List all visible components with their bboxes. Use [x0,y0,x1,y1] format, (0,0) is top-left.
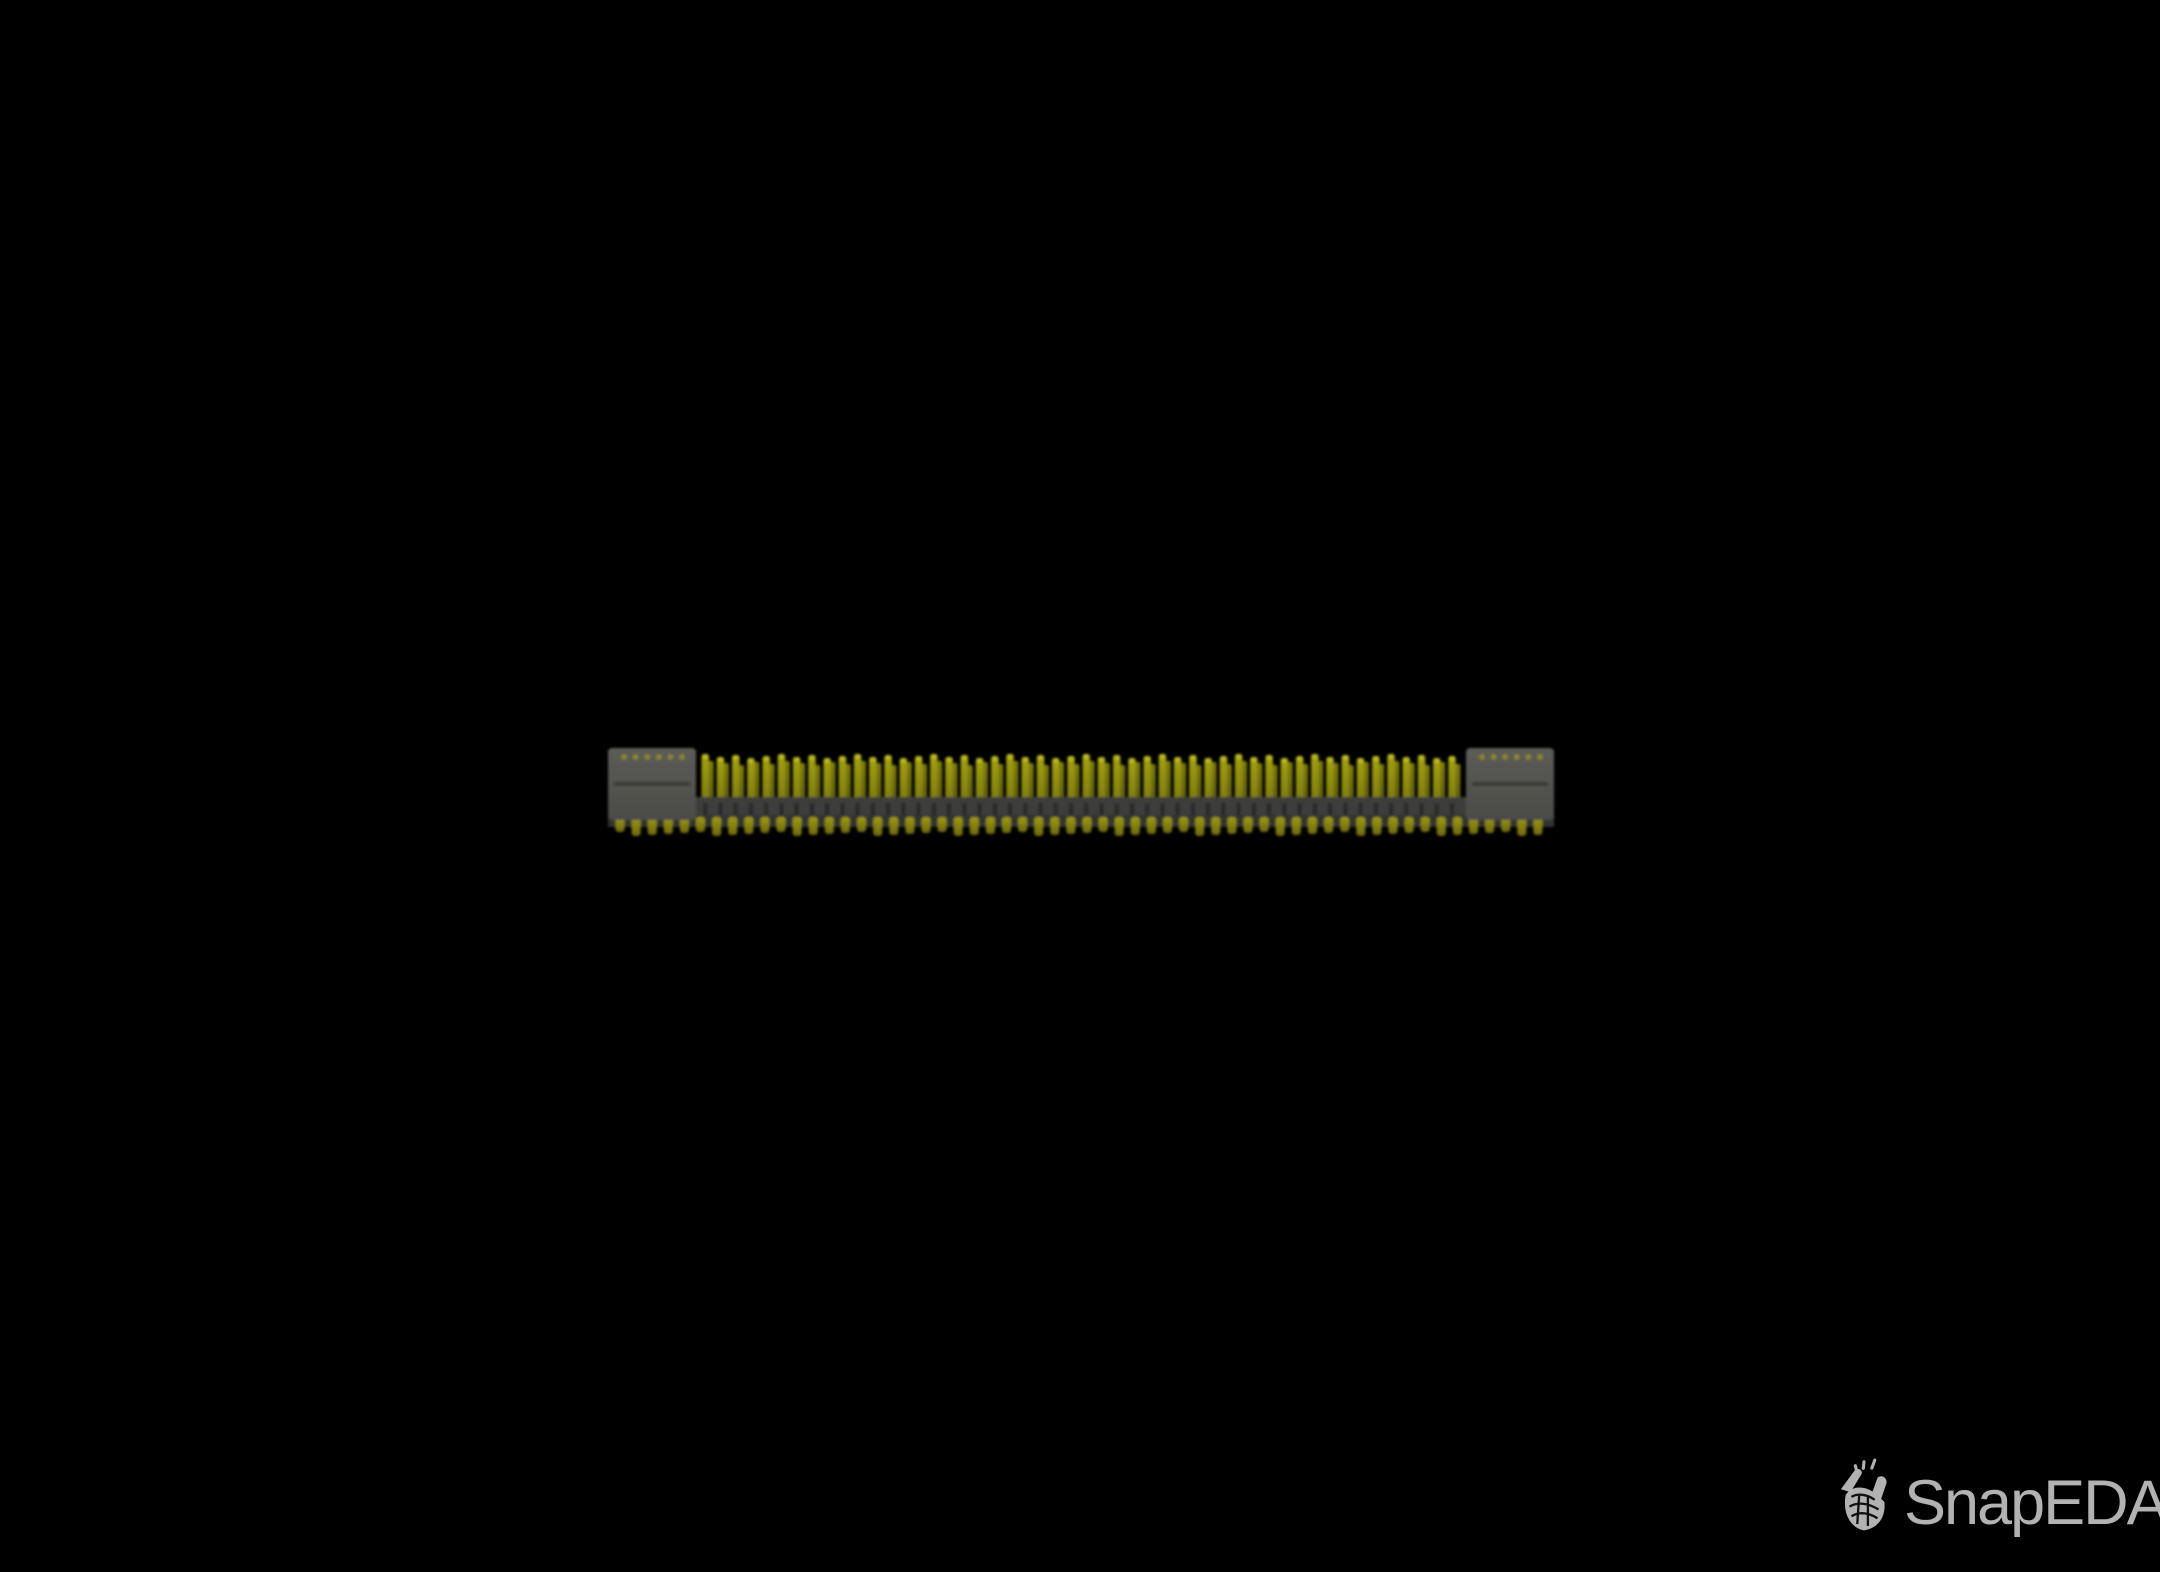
pin-row-front [701,754,1456,801]
smt-lead-row [615,817,1543,836]
connector-group [608,748,1554,836]
snapeda-logo-text: SnapEDA [1904,1468,2160,1539]
snapeda-snap-hand-icon [1840,1458,1887,1531]
snapeda-watermark: SnapEDA [1836,1458,2160,1539]
endcaps [608,748,1554,820]
pin-row-back [707,761,1461,803]
endcap-right [1466,748,1554,820]
endcap-left [608,748,696,820]
